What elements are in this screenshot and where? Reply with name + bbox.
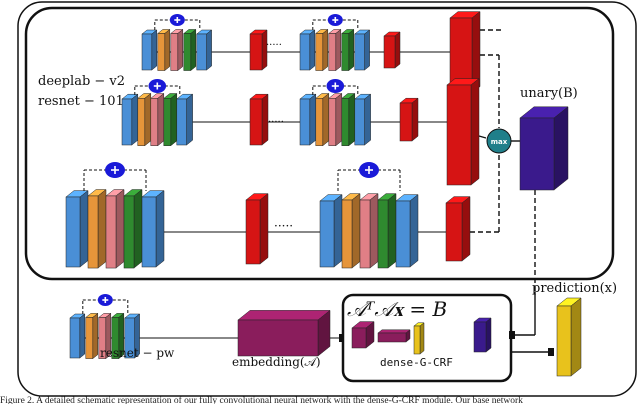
row1-group2-layer-2: [328, 28, 342, 72]
prediction-block: [556, 297, 582, 377]
crf-embed-connector: [339, 334, 344, 342]
row2-group1-layer-0: [121, 93, 139, 146]
crf-x-block: [413, 322, 425, 355]
row2-red-block1: [249, 93, 269, 146]
row1-group2-layer-3: [341, 28, 355, 72]
row1-group2-layer-0: [299, 29, 316, 71]
row1-group1-layer-1: [157, 28, 171, 72]
resnet-pw-label: resnet − pw: [100, 346, 175, 360]
pw-group-layer-2: [98, 312, 112, 360]
row2-group1-layer-1: [137, 92, 152, 147]
row1-group2-layer-1: [315, 28, 329, 72]
row2-group2-layer-3: [341, 92, 356, 147]
row3-skip1-plus-icon: [105, 162, 125, 178]
crf-at-block: [377, 329, 411, 343]
unary-block: [519, 106, 569, 191]
row1-skip2-plus-icon: [327, 14, 343, 26]
row2-group2-layer-4: [354, 93, 372, 146]
prediction-label: prediction(x): [532, 281, 617, 296]
deeplab-label: deeplab − v2: [38, 74, 125, 89]
row2-group1-layer-4: [176, 93, 194, 146]
row2-group1-layer-2: [150, 92, 165, 147]
ellipsis-row1: ·····: [266, 40, 282, 51]
embedding-label: embedding(𝒜): [232, 355, 321, 369]
row1-group1-layer-0: [141, 29, 158, 71]
row3-group2-layer-0: [319, 194, 343, 268]
ellipsis-row3: ·····: [274, 219, 293, 233]
row3-group1-layer-1: [87, 189, 107, 269]
row3-group2-layer-2: [359, 193, 379, 269]
row3-group2-layer-1: [341, 193, 361, 269]
pw-group-layer-1: [85, 312, 99, 360]
resnet101-label: resnet − 101: [38, 94, 124, 109]
pw-group-layer-4: [124, 313, 141, 359]
row2-skip2-plus-icon: [326, 79, 345, 93]
outer-frame: [17, 1, 637, 397]
row1-skip2: [312, 14, 359, 30]
row2-group1-layer-3: [163, 92, 178, 147]
figure-caption: Figure 2. A detailed schematic represent…: [0, 395, 523, 404]
row3-group2-layer-4: [395, 194, 419, 268]
pw-skip: [82, 294, 129, 314]
row2-skip2: [312, 79, 359, 95]
ellipsis-row2: ·····: [268, 117, 284, 128]
row3-group1-layer-4: [141, 190, 165, 268]
crf-a-block: [351, 321, 375, 349]
row2-to-max: [478, 135, 487, 139]
pw-group-layer-0: [69, 313, 86, 359]
max-node-label: max: [491, 138, 508, 146]
skip-connections: [82, 14, 401, 314]
row2-group2-layer-2: [328, 92, 343, 147]
row1-red-block2: [383, 31, 401, 69]
row1-group1-layer-2: [170, 28, 184, 72]
row3-skip1: [83, 162, 147, 191]
row1-output-block: [449, 11, 481, 94]
row1-group2-layer-4: [354, 29, 371, 71]
deeplab-frame: [24, 6, 615, 281]
row2-skip1-plus-icon: [148, 79, 167, 93]
embedding-block: [237, 309, 331, 357]
dense-crf-box: [341, 293, 513, 383]
layer-blocks: [65, 11, 582, 377]
row2-skip1: [134, 79, 181, 95]
crf-b-block: [473, 317, 492, 353]
row3-skip2: [337, 162, 401, 191]
max-node: [486, 128, 512, 154]
equation-label: 𝒜ᵀ𝒜𝐱 = B: [347, 297, 447, 321]
pw-skip-plus-icon: [97, 294, 113, 306]
row3-red-block2: [445, 196, 471, 262]
row1-skip1: [154, 14, 201, 30]
row3-group1-layer-0: [65, 190, 89, 268]
row2-group2-layer-1: [315, 92, 330, 147]
row1-group1-layer-3: [183, 28, 197, 72]
prediction-connector: [548, 348, 554, 356]
row1-group1-layer-4: [196, 29, 213, 71]
row2-red-block2: [399, 97, 419, 142]
row1-red-block1: [249, 29, 268, 71]
pw-group-layer-3: [111, 312, 125, 360]
row3-group2-layer-3: [377, 193, 397, 269]
row2-output-block: [446, 78, 480, 186]
row3-group1-layer-2: [105, 189, 125, 269]
row3-skip2-plus-icon: [359, 162, 379, 178]
dense-crf-label: dense-G-CRF: [380, 356, 453, 369]
row3-group1-layer-3: [123, 189, 143, 269]
row2-group2-layer-0: [299, 93, 317, 146]
unary-label: unary(B): [520, 86, 578, 101]
row1-skip1-plus-icon: [169, 14, 185, 26]
row3-red-block1: [245, 193, 269, 265]
